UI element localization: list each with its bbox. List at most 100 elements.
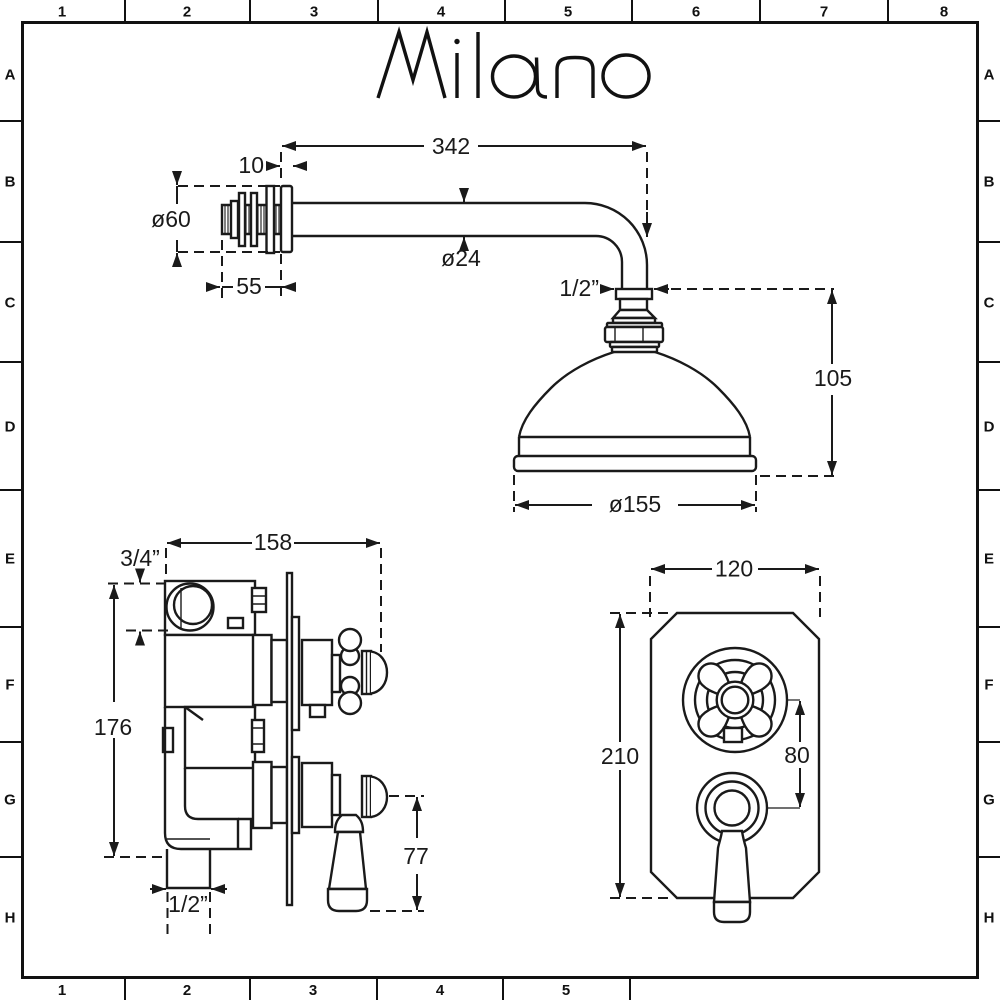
ruler-label: D — [984, 419, 995, 436]
logo-letter-o — [601, 53, 651, 99]
brand-logo-milano: Milano — [376, 25, 651, 99]
ruler-label: 6 — [692, 4, 700, 21]
lever-shaft — [327, 830, 368, 891]
dim-55: 55 — [206, 240, 296, 299]
temperature-indicator-notch — [722, 726, 744, 744]
ruler-label: A — [5, 67, 16, 84]
escutcheon-plate-edge — [285, 571, 294, 907]
ruler-label: B — [984, 174, 995, 191]
dim-label-inlet-thread: 3/4” — [120, 545, 160, 571]
logo-letter-a-bowl — [490, 54, 538, 99]
shower-arm-head-drawing: 342 10 ø60 55 ø24 — [151, 133, 852, 517]
left-ruler-ticks — [0, 120, 21, 858]
lever-front-tip — [712, 900, 752, 924]
ruler-label: H — [984, 910, 995, 927]
dim-10: 10 — [238, 152, 307, 178]
ruler-label: 4 — [437, 4, 446, 21]
dim-158: 158 — [165, 529, 382, 652]
dim-105: 105 — [671, 288, 852, 477]
dim-half-inch-valve: 1/2” — [150, 884, 227, 934]
arm-threaded-tail — [220, 184, 294, 255]
lever-front-shaft — [712, 829, 752, 904]
ruler-label: 2 — [183, 4, 191, 21]
dim-155: ø155 — [513, 475, 757, 517]
ruler-label: E — [984, 551, 994, 568]
dim-label-head-diameter: ø155 — [609, 491, 661, 517]
ruler-label: G — [983, 792, 995, 809]
dim-176: 176 — [94, 585, 168, 858]
ruler-label: H — [5, 910, 16, 927]
dim-77: 77 — [370, 795, 429, 912]
dim-24: ø24 — [441, 188, 481, 271]
crosshead-lobe — [337, 627, 363, 653]
dim-half-inch-head: 1/2” — [559, 275, 669, 301]
crosshead-dome — [370, 650, 389, 695]
valve-mid-block — [163, 633, 257, 709]
right-ruler-labels: A B C D E F G H — [983, 67, 995, 927]
dim-210: 210 — [601, 612, 672, 899]
dim-label-plate-height: 210 — [601, 743, 639, 769]
top-outlet-stub — [250, 586, 268, 614]
mid-outlet-stub — [250, 718, 266, 754]
dim-label-head-height: 105 — [814, 365, 852, 391]
ruler-label: C — [5, 295, 16, 312]
dim-three-quarter: 3/4” — [108, 545, 168, 646]
arm-backnut — [265, 184, 276, 255]
ruler-label: B — [5, 174, 16, 191]
dim-120: 120 — [649, 556, 821, 617]
head-connector — [603, 287, 665, 354]
lever-dome — [370, 775, 389, 819]
ruler-label: 1 — [58, 982, 66, 999]
dim-label-lever-drop: 77 — [403, 843, 429, 869]
right-ruler-ticks — [979, 120, 1000, 858]
top-ruler-labels: 1 2 3 4 5 6 7 8 — [58, 4, 948, 21]
ruler-label: 5 — [562, 982, 570, 999]
lever-collar — [333, 813, 365, 834]
lever-tip — [326, 887, 369, 913]
bottom-ruler-ticks — [124, 979, 631, 1000]
valve-low-block — [183, 705, 257, 770]
arm-wall-plate — [279, 184, 294, 254]
dim-label-stub-length: 55 — [236, 273, 262, 299]
ruler-label: F — [984, 677, 993, 694]
top-bonnet — [300, 638, 334, 707]
return-pipe-inner — [183, 768, 240, 849]
drawing-frame — [21, 21, 979, 979]
ruler-label: 5 — [564, 4, 572, 21]
arm-locknut — [229, 199, 240, 240]
collar-nut — [603, 325, 665, 344]
ruler-label: A — [984, 67, 995, 84]
inlet-port-inner — [172, 584, 214, 626]
connector-neck — [618, 297, 649, 312]
ruler-label: 3 — [310, 4, 318, 21]
logo-letter-a-tail — [534, 57, 548, 99]
arm-tube — [292, 201, 649, 289]
logo-letter-M — [376, 25, 447, 99]
ruler-label: 4 — [436, 982, 445, 999]
top-ruler-ticks — [124, 0, 889, 21]
ruler-label: F — [5, 677, 14, 694]
crosshead-front — [681, 646, 789, 754]
outlet-stub — [165, 849, 212, 890]
dim-label-outlet-thread: 1/2” — [168, 891, 208, 917]
dim-342: 342 — [280, 133, 652, 298]
arm-washer — [249, 191, 259, 248]
dim-label-tube-diameter: ø24 — [441, 245, 481, 271]
dim-label-handle-spacing: 80 — [784, 742, 810, 768]
valve-side-view: 158 3/4” 176 1/2” 77 — [94, 529, 429, 934]
ruler-label: G — [4, 792, 16, 809]
dim-80: 80 — [767, 699, 810, 809]
crosshead-lobe — [337, 690, 363, 716]
ruler-label: D — [5, 419, 16, 436]
arm-washer — [237, 191, 247, 248]
ruler-label: 7 — [820, 4, 828, 21]
connector-thread — [614, 287, 654, 301]
logo-letter-n — [555, 55, 595, 98]
ruler-label: 1 — [58, 4, 66, 21]
dim-label-valve-height: 176 — [94, 714, 132, 740]
valve-body-side — [161, 579, 289, 890]
logo-i-dot — [454, 38, 460, 45]
